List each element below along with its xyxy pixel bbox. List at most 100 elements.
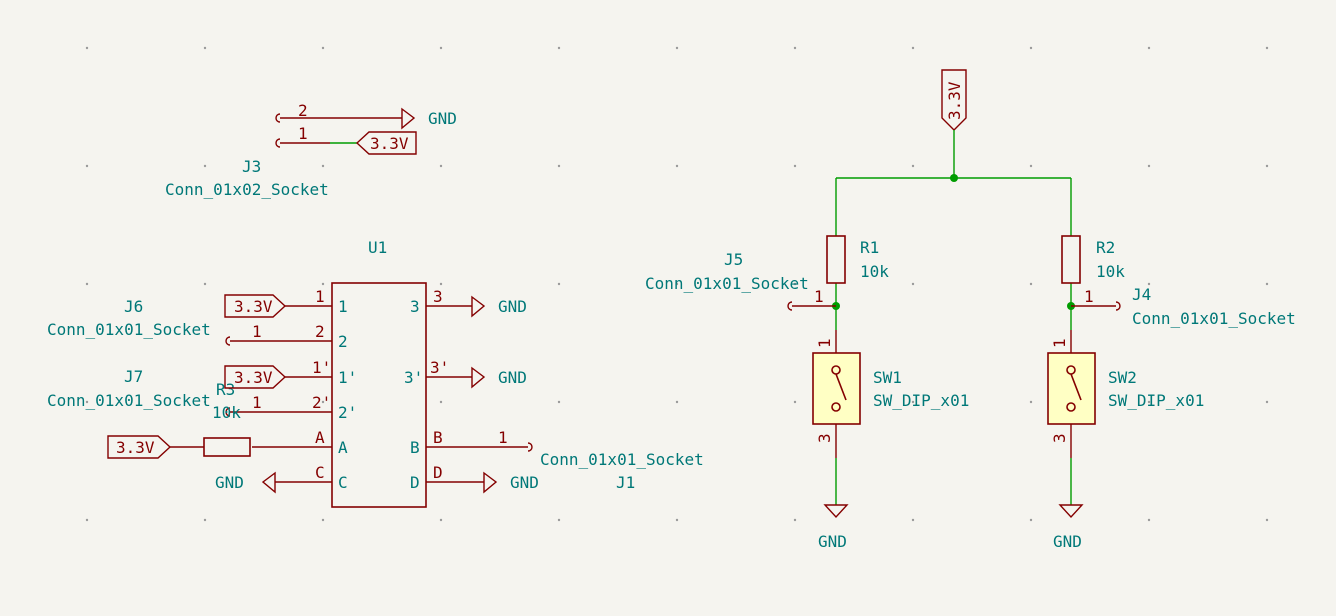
- switch-sw2[interactable]: 1 3 SW2 SW_DIP_x01: [1047, 330, 1204, 458]
- grid-dot: [1147, 518, 1151, 522]
- connector-j6[interactable]: 1 J6 Conn_01x01_Socket: [47, 297, 262, 346]
- u1-pin-name: C: [338, 473, 348, 492]
- grid-dot: [85, 282, 89, 286]
- sw2-value: SW_DIP_x01: [1108, 391, 1204, 410]
- grid-dot: [557, 164, 561, 168]
- v33-text: 3.3V: [945, 81, 964, 120]
- grid-dot: [1147, 400, 1151, 404]
- gnd-symbol-u1-pin3p[interactable]: GND: [471, 366, 527, 389]
- j7-pin-number: 1: [252, 393, 262, 412]
- j5-value: Conn_01x01_Socket: [645, 274, 809, 293]
- r1-reference: R1: [860, 238, 879, 257]
- gnd-label: GND: [215, 473, 244, 492]
- grid-dot: [911, 164, 915, 168]
- v33-label-u1-pin1[interactable]: 3.3V: [224, 294, 287, 318]
- j3-reference: J3: [242, 157, 261, 176]
- connector-j3[interactable]: 2 1 J3 Conn_01x02_Socket: [165, 101, 402, 199]
- r1-value: 10k: [860, 262, 889, 281]
- sw1-value: SW_DIP_x01: [873, 391, 969, 410]
- v33-label-r3[interactable]: 3.3V: [107, 435, 172, 459]
- grid-dot: [911, 282, 915, 286]
- u1-reference: U1: [368, 238, 387, 257]
- u1-pin-number: 2': [312, 393, 331, 412]
- u1-body: [331, 282, 427, 508]
- j4-value: Conn_01x01_Socket: [1132, 309, 1296, 328]
- j4-reference: J4: [1132, 285, 1151, 304]
- connector-j7[interactable]: 1 J7 Conn_01x01_Socket: [47, 367, 262, 417]
- grid-dot: [675, 518, 679, 522]
- r2-value: 10k: [1096, 262, 1125, 281]
- grid-dot: [1265, 164, 1269, 168]
- v33-label-u1-pin1p[interactable]: 3.3V: [224, 365, 287, 389]
- v33-label-j3[interactable]: 3.3V: [355, 131, 417, 155]
- connector-j1[interactable]: 1 Conn_01x01_Socket J1: [498, 428, 704, 492]
- j4-pin-number: 1: [1084, 287, 1094, 306]
- grid-dot: [1265, 518, 1269, 522]
- grid-dot: [321, 46, 325, 50]
- grid-dot: [1029, 282, 1033, 286]
- grid-dot: [557, 400, 561, 404]
- gnd-symbol-u1-pinC[interactable]: GND: [215, 471, 276, 494]
- gnd-label: GND: [510, 473, 539, 492]
- r2-reference: R2: [1096, 238, 1115, 257]
- j1-pin-number: 1: [498, 428, 508, 447]
- grid-dot: [203, 282, 207, 286]
- j1-value: Conn_01x01_Socket: [540, 450, 704, 469]
- j6-reference: J6: [124, 297, 143, 316]
- gnd-label: GND: [498, 297, 527, 316]
- gnd-label: GND: [1053, 532, 1082, 551]
- v33-text: 3.3V: [370, 134, 409, 153]
- grid-dot: [439, 518, 443, 522]
- j3-pin1-number: 1: [298, 124, 308, 143]
- j6-pin-number: 1: [252, 322, 262, 341]
- u1-pin-name: 3: [410, 297, 420, 316]
- u1-pin-number: 1': [312, 358, 331, 377]
- u1-pin-number: C: [315, 463, 325, 482]
- u1-pin-name: 2: [338, 332, 348, 351]
- gnd-symbol-sw1[interactable]: GND: [818, 504, 849, 551]
- r3-reference: R3: [216, 380, 235, 399]
- connector-j4[interactable]: 1 J4 Conn_01x01_Socket: [1071, 285, 1296, 328]
- v33-text: 3.3V: [234, 297, 273, 316]
- grid-dots: [85, 46, 1269, 522]
- grid-dot: [85, 518, 89, 522]
- v33-text: 3.3V: [116, 438, 155, 457]
- grid-dot: [439, 282, 443, 286]
- grid-dot: [911, 400, 915, 404]
- gnd-symbol-u1-pin3[interactable]: GND: [471, 295, 527, 318]
- grid-dot: [85, 400, 89, 404]
- grid-dot: [439, 400, 443, 404]
- connector-j5[interactable]: 1 J5 Conn_01x01_Socket: [645, 250, 836, 311]
- ic-u1[interactable]: U1 1 2 1' 2' A C 1 2 1' 2' A C 3 3' B D …: [230, 238, 528, 508]
- u1-pin-name: 1: [338, 297, 348, 316]
- j6-value: Conn_01x01_Socket: [47, 320, 211, 339]
- grid-dot: [203, 164, 207, 168]
- resistor-r1[interactable]: R1 10k: [826, 235, 889, 284]
- resistor-r2[interactable]: R2 10k: [1061, 235, 1125, 284]
- grid-dot: [1029, 46, 1033, 50]
- u1-pin-number: B: [433, 428, 443, 447]
- v33-label-top[interactable]: 3.3V: [941, 69, 967, 131]
- grid-dot: [911, 518, 915, 522]
- grid-dot: [1265, 46, 1269, 50]
- grid-dot: [203, 518, 207, 522]
- r1-body: [826, 235, 846, 284]
- grid-dot: [1265, 400, 1269, 404]
- gnd-symbol-u1-pinD[interactable]: GND: [483, 471, 539, 494]
- grid-dot: [1147, 282, 1151, 286]
- switch-sw1[interactable]: 1 3 SW1 SW_DIP_x01: [812, 330, 969, 458]
- r3-body: [203, 437, 251, 457]
- grid-dot: [557, 518, 561, 522]
- u1-pin-name: A: [338, 438, 348, 457]
- grid-dot: [675, 400, 679, 404]
- sw1-reference: SW1: [873, 368, 902, 387]
- grid-dot: [675, 282, 679, 286]
- gnd-symbol-j3[interactable]: GND: [401, 107, 457, 130]
- j1-reference: J1: [616, 473, 635, 492]
- gnd-symbol-sw2[interactable]: GND: [1053, 504, 1084, 551]
- r2-body: [1061, 235, 1081, 284]
- sw1-pin1-number: 1: [815, 338, 834, 348]
- resistor-r3[interactable]: R3 10k: [170, 380, 251, 457]
- grid-dot: [321, 400, 325, 404]
